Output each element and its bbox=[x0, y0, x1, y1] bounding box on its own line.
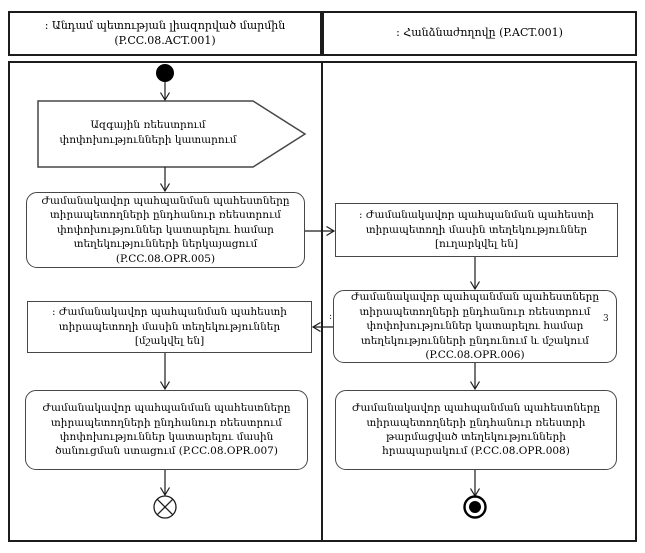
swimlane-divider bbox=[321, 61, 323, 542]
action-opr008: Ժամանակավոր պահպանման պահեստները տիրապետ… bbox=[335, 390, 617, 470]
action-opr005: Ժամանակավոր պահպանման պահեստները տիրապետ… bbox=[26, 192, 305, 268]
swimlane-header-member-state-authority: : Անդամ պետության լիազորված մարմին (P.CC… bbox=[8, 11, 322, 56]
lane-title: : Հանձնաժողովը (P.ACT.001) bbox=[396, 26, 563, 40]
object-info-processed: : Ժամանակավոր պահպանման պահեստի տիրապետո… bbox=[27, 301, 312, 353]
swimlane-header-commission: : Հանձնաժողովը (P.ACT.001) bbox=[322, 11, 637, 56]
action-opr006: Ժամանակավոր պահպանման պահեստները տիրապետ… bbox=[333, 290, 617, 363]
lane-subtitle: (P.CC.08.ACT.001) bbox=[114, 33, 216, 47]
action-opr007: Ժամանակավոր պահպանման պահեստները տիրապետ… bbox=[25, 390, 308, 470]
lane-title: : Անդամ պետության լիազորված մարմին bbox=[44, 18, 286, 32]
object-info-sent: : Ժամանակավոր պահպանման պահեստի տիրապետո… bbox=[335, 203, 618, 257]
opr006-footnote-mark: 3 bbox=[603, 314, 609, 324]
opr006-left-edge-mark: : bbox=[329, 312, 333, 322]
